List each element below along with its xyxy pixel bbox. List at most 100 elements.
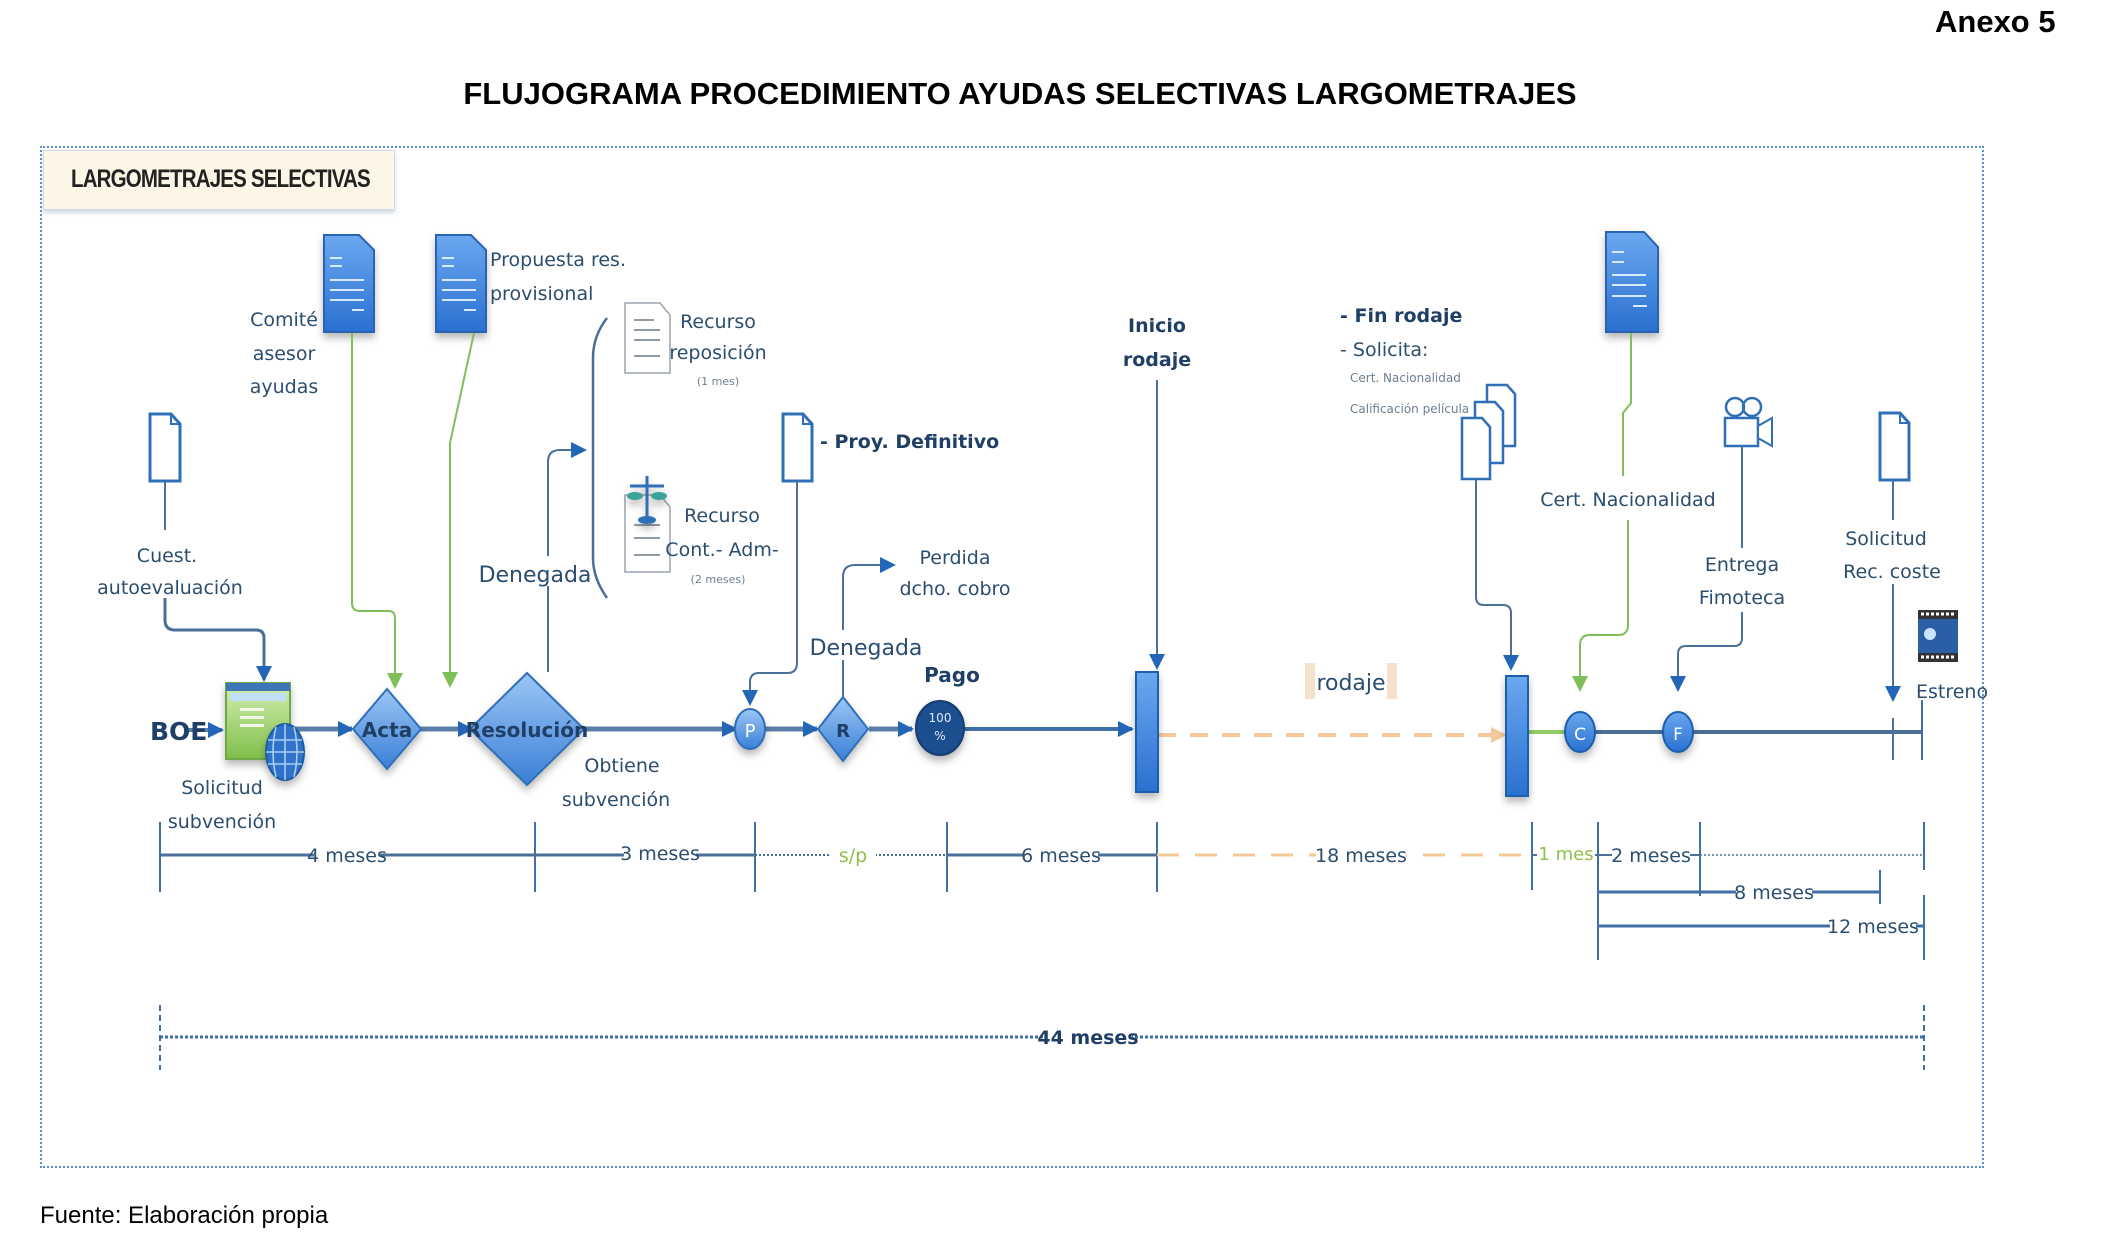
fin-rodaje-label: - Fin rodaje: [1340, 305, 1462, 327]
cuest-label-line2: autoevaluación: [97, 577, 243, 599]
comite-label-line1: Comité: [250, 309, 318, 331]
entrega-arrow: [1670, 612, 1743, 692]
solicitud-label-line2: subvención: [168, 811, 276, 833]
pago-label: Pago: [924, 663, 980, 687]
timeline-label: 8 meses: [1734, 882, 1814, 904]
propuesta-arrow: [442, 332, 475, 688]
pago-node[interactable]: [915, 700, 965, 756]
cert-nacionalidad-doc-icon[interactable]: [1605, 231, 1659, 333]
recurso-brace: [591, 317, 609, 599]
propuesta-label-line2: provisional: [490, 283, 593, 305]
perdida-label-line1: Perdida: [920, 547, 991, 569]
p-label: P: [745, 721, 756, 742]
inicio-rodaje-bar[interactable]: [1135, 671, 1159, 793]
pago-value-bottom: %: [934, 729, 945, 743]
recurso-reposicion-line2: reposición: [669, 342, 766, 364]
perdida-label-line2: dcho. cobro: [899, 578, 1010, 600]
comite-arrow: [351, 333, 403, 689]
film-strip-icon: [1918, 610, 1958, 662]
solicitud-rec-doc-icon[interactable]: [1878, 411, 1911, 482]
timeline-total-label: 44 meses: [1037, 1027, 1138, 1049]
denegada-1-bg: [486, 556, 578, 586]
scales-of-justice-icon: [627, 476, 667, 524]
solicita-label: - Solicita:: [1340, 339, 1428, 361]
denegada-1-label: Denegada: [479, 563, 592, 588]
application-form-icon[interactable]: [225, 682, 291, 760]
obtiene-label-line1: Obtiene: [584, 755, 659, 777]
solicitud-rec-line1: Solicitud: [1845, 528, 1927, 550]
resolucion-node[interactable]: [468, 671, 586, 787]
diagram-frame: [40, 146, 1984, 1168]
timeline-label: s/p: [839, 845, 867, 867]
recurso-cont-line2: Cont.- Adm-: [665, 539, 778, 561]
comite-doc-icon[interactable]: [323, 234, 375, 333]
denegada-2-arrow: [842, 557, 896, 697]
source-note: Fuente: Elaboración propia: [40, 1202, 329, 1229]
solicitud-label-line1: Solicitud: [181, 777, 263, 799]
timeline-label: 12 meses: [1827, 916, 1919, 938]
cert-arrow: [1572, 520, 1629, 692]
timeline-label: 2 meses: [1611, 845, 1691, 867]
comite-label-line3: ayudas: [250, 376, 319, 398]
denegada-2-bg: [813, 630, 893, 660]
f-node[interactable]: [1662, 711, 1694, 753]
recurso-reposicion-doc-icon[interactable]: [624, 302, 671, 374]
resolucion-label: Resolución: [466, 718, 588, 742]
proy-definitivo-arrow: [742, 481, 798, 706]
fin-rodaje-bar[interactable]: [1505, 675, 1529, 797]
entrega-label-line1: Entrega: [1705, 554, 1779, 576]
page-title: FLUJOGRAMA PROCEDIMIENTO AYUDAS SELECTIV…: [463, 76, 1577, 111]
cuest-arrow: [163, 598, 272, 682]
acta-node[interactable]: [351, 687, 423, 771]
solicita-item-cert: Cert. Nacionalidad: [1350, 371, 1461, 385]
obtiene-label-line2: subvención: [562, 789, 670, 811]
p-node[interactable]: [734, 708, 766, 750]
main-flow-line: [188, 700, 1923, 760]
annex-label: Anexo 5: [1935, 4, 2056, 39]
proy-definitivo-doc-icon[interactable]: [781, 412, 814, 483]
f-label: F: [1673, 725, 1683, 745]
denegada-1-arrow: [547, 442, 587, 672]
recurso-reposicion-line1: Recurso: [680, 311, 756, 333]
rodaje-label: rodaje: [1316, 671, 1385, 696]
fin-rodaje-arrow: [1475, 479, 1519, 671]
timeline-label: 3 meses: [620, 843, 700, 865]
timeline-label-bgs: [314, 838, 1916, 1052]
rodaje-tag: [1305, 663, 1397, 699]
pago-value-top: 100: [929, 711, 952, 725]
globe-icon: [265, 723, 305, 781]
cert-nacionalidad-label: Cert. Nacionalidad: [1540, 489, 1716, 511]
timeline-label: 4 meses: [307, 845, 387, 867]
timeline-label: 1 mes: [1538, 844, 1593, 865]
r-node[interactable]: [816, 695, 870, 763]
inicio-rodaje-line2: rodaje: [1123, 349, 1191, 371]
propuesta-label-line1: Propuesta res.: [490, 249, 626, 271]
recurso-cont-time: (2 meses): [691, 573, 746, 586]
cert-connector-top: [1622, 333, 1632, 476]
c-label: C: [1574, 725, 1586, 745]
propuesta-doc-icon[interactable]: [435, 234, 487, 333]
comite-label-line2: asesor: [253, 343, 316, 365]
estreno-label: Estreno: [1916, 681, 1988, 703]
cuest-doc-icon[interactable]: [148, 412, 182, 483]
inicio-rodaje-line1: Inicio: [1128, 315, 1186, 337]
timeline-label: 6 meses: [1021, 845, 1101, 867]
entrega-label-line2: Fimoteca: [1699, 587, 1785, 609]
section-tag: LARGOMETRAJES SELECTIVAS: [43, 150, 395, 210]
solicita-item-calificacion: Calificación película: [1350, 402, 1469, 416]
recurso-cont-line1: Recurso: [684, 505, 760, 527]
c-node[interactable]: [1564, 711, 1596, 753]
movie-camera-icon: [1723, 396, 1773, 448]
solicitud-rec-line2: Rec. coste: [1843, 561, 1941, 583]
cuest-label-line1: Cuest.: [137, 545, 197, 567]
section-tag-label: LARGOMETRAJES SELECTIVAS: [71, 165, 371, 193]
acta-label: Acta: [362, 718, 412, 742]
multiple-documents-icon[interactable]: [1460, 383, 1517, 481]
proy-definitivo-label: - Proy. Definitivo: [820, 431, 999, 453]
recurso-reposicion-time: (1 mes): [697, 375, 739, 388]
timeline-label: 18 meses: [1315, 845, 1407, 867]
boe-label: BOE: [150, 717, 207, 746]
r-label: R: [836, 721, 850, 742]
denegada-2-label: Denegada: [810, 636, 923, 661]
